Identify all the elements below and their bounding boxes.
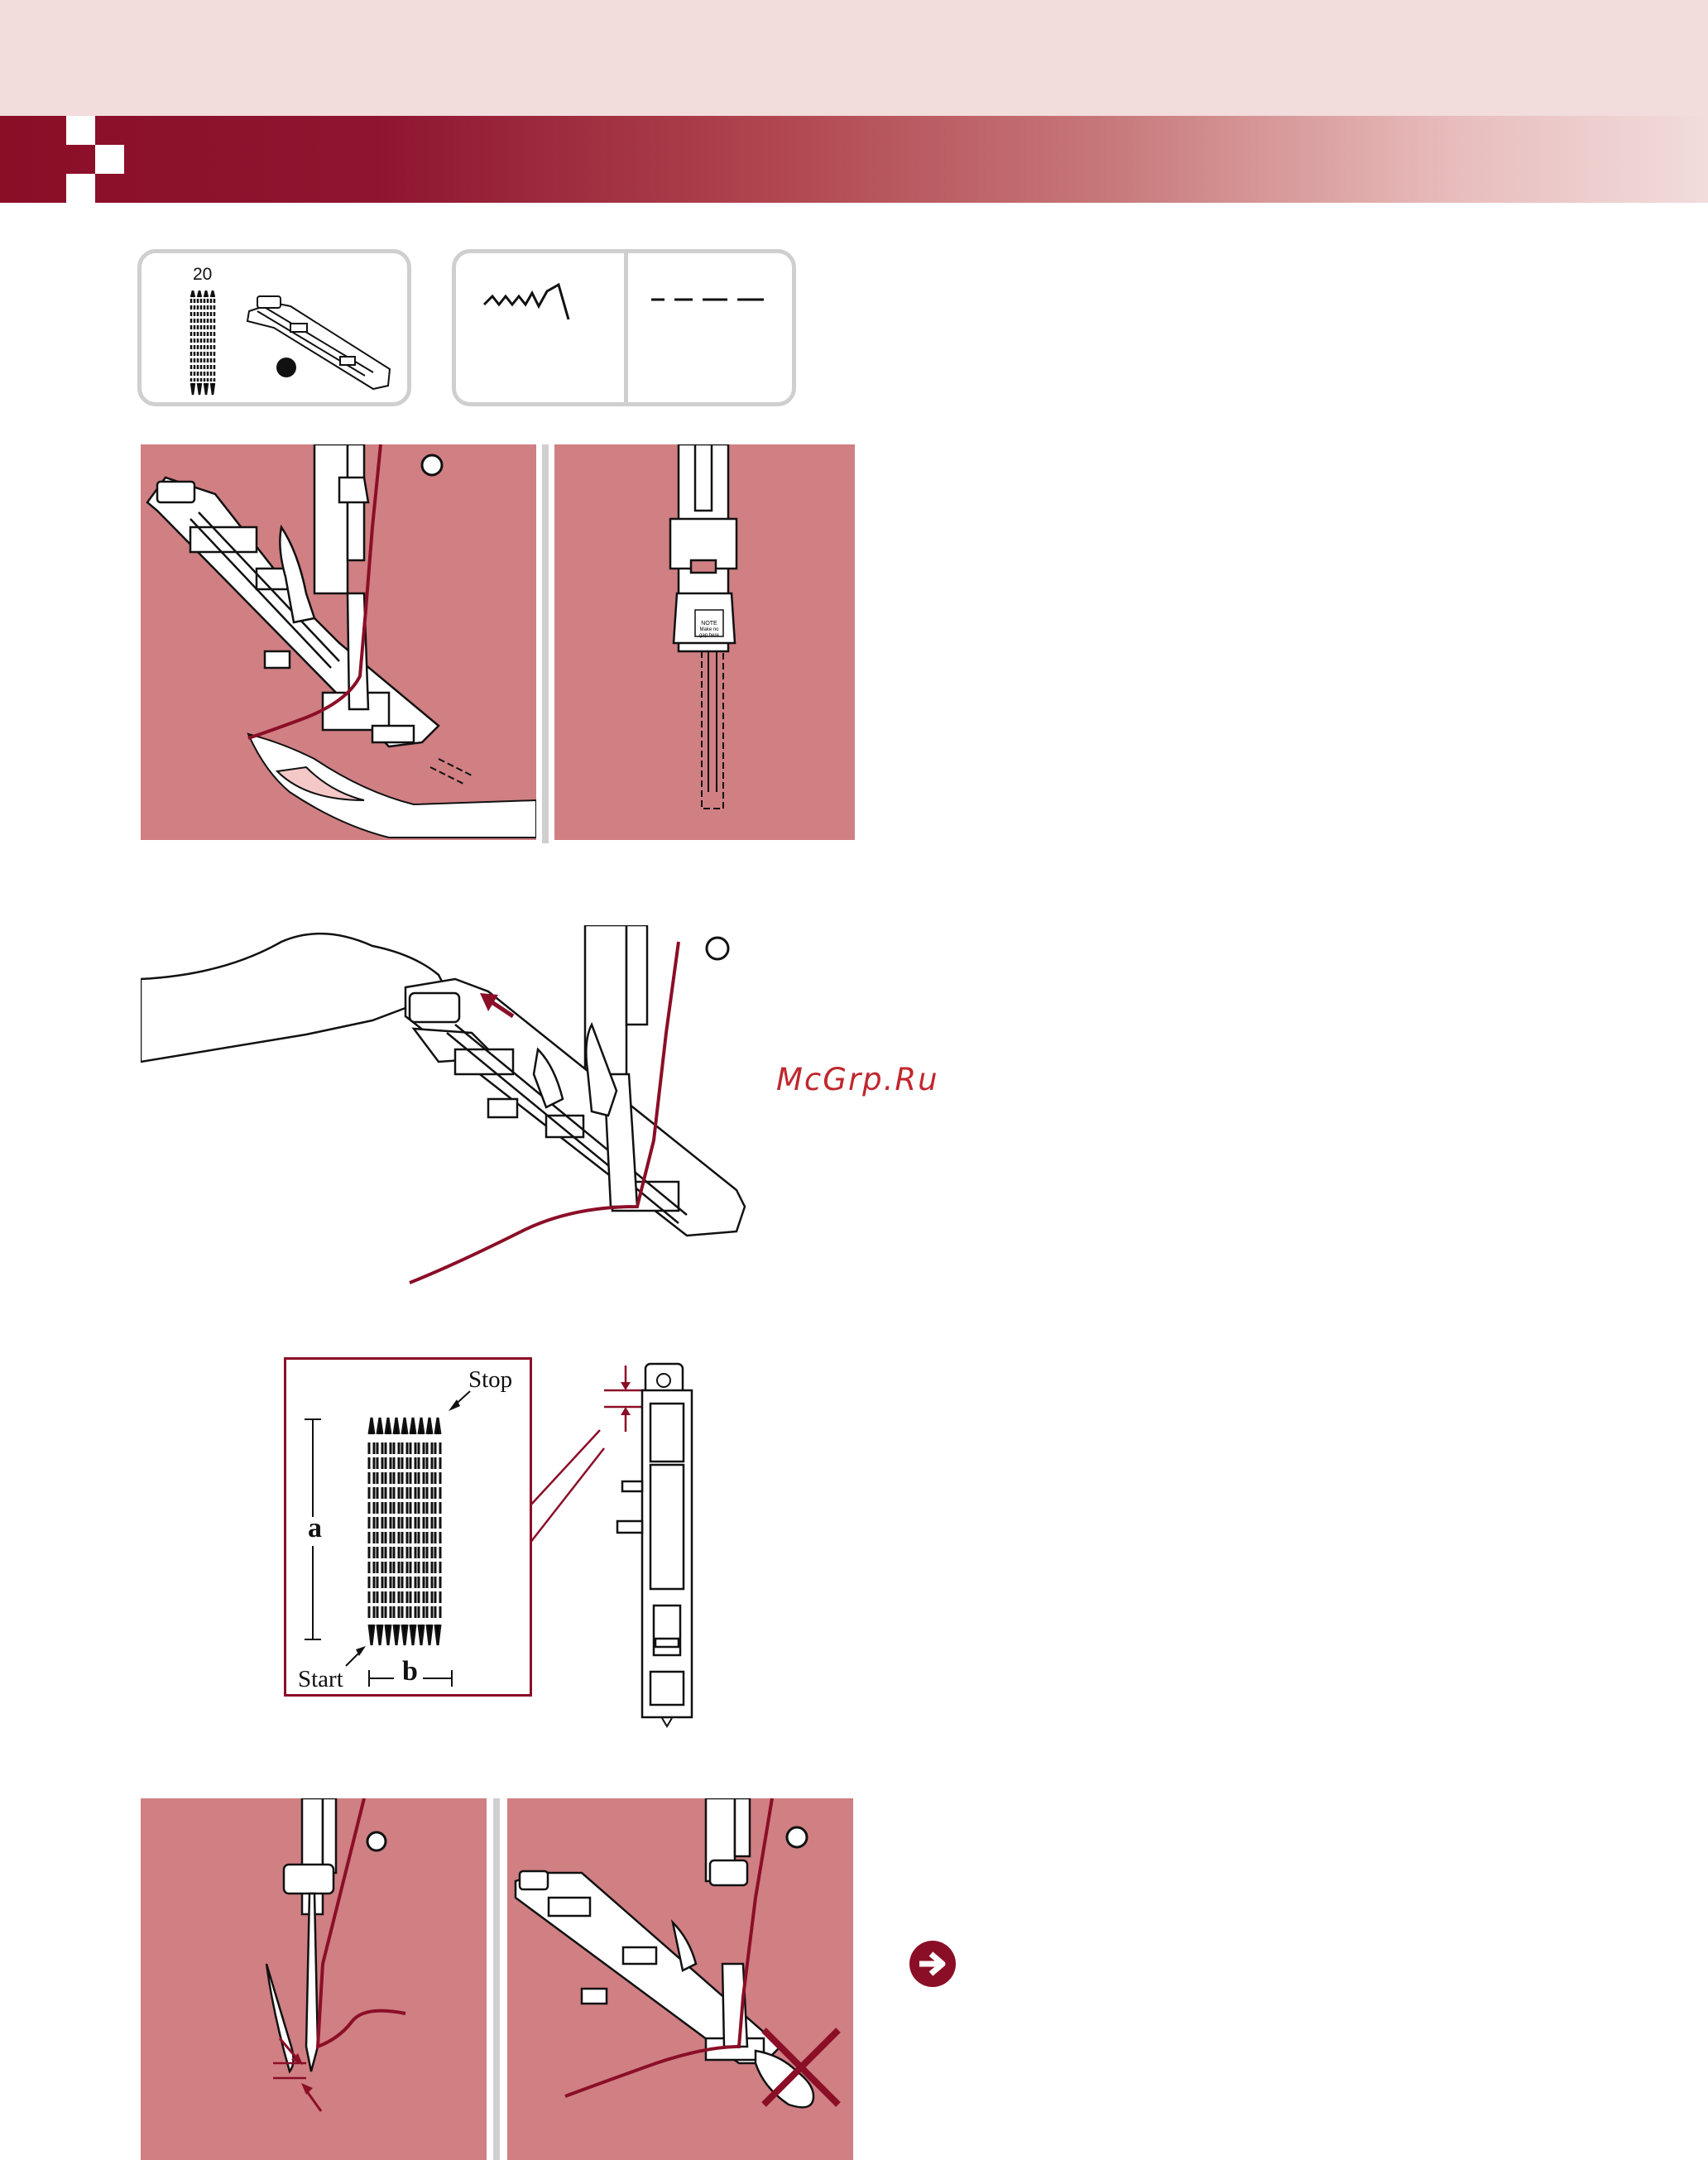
buttonhole-stitch-icon [183,290,233,398]
next-page-arrow-icon[interactable] [908,1939,957,1989]
note-line1: NOTE [701,621,717,626]
note-line3: gap here [699,633,719,638]
illustration-foot-on-fabric [141,444,536,840]
straight-stitch-icon [648,285,780,318]
illustration-foot-side-view [596,1357,736,1738]
top-band [0,0,1708,116]
buttonhole-diagram: Stop Start a b [284,1357,532,1697]
stitch-foot-box: 20 [137,249,411,406]
buttonhole-foot-icon [241,286,398,394]
panel-divider [542,444,549,843]
note-line2: Make no [699,627,719,632]
illustration-needle-gap [141,1798,487,2160]
stitch-number: 20 [193,265,212,285]
panel-divider-bottom [493,1798,500,2160]
stitch-type-box [452,249,796,406]
illustration-foot-top-view: NOTE Make no gap here [554,444,855,840]
zigzag-stitch-icon [481,276,605,326]
watermark-text: McGrp.Ru [776,1062,939,1097]
header-bar [0,116,1708,203]
illustration-pull-slide-frame [141,925,753,1289]
illustration-wrong-position [507,1798,853,2160]
